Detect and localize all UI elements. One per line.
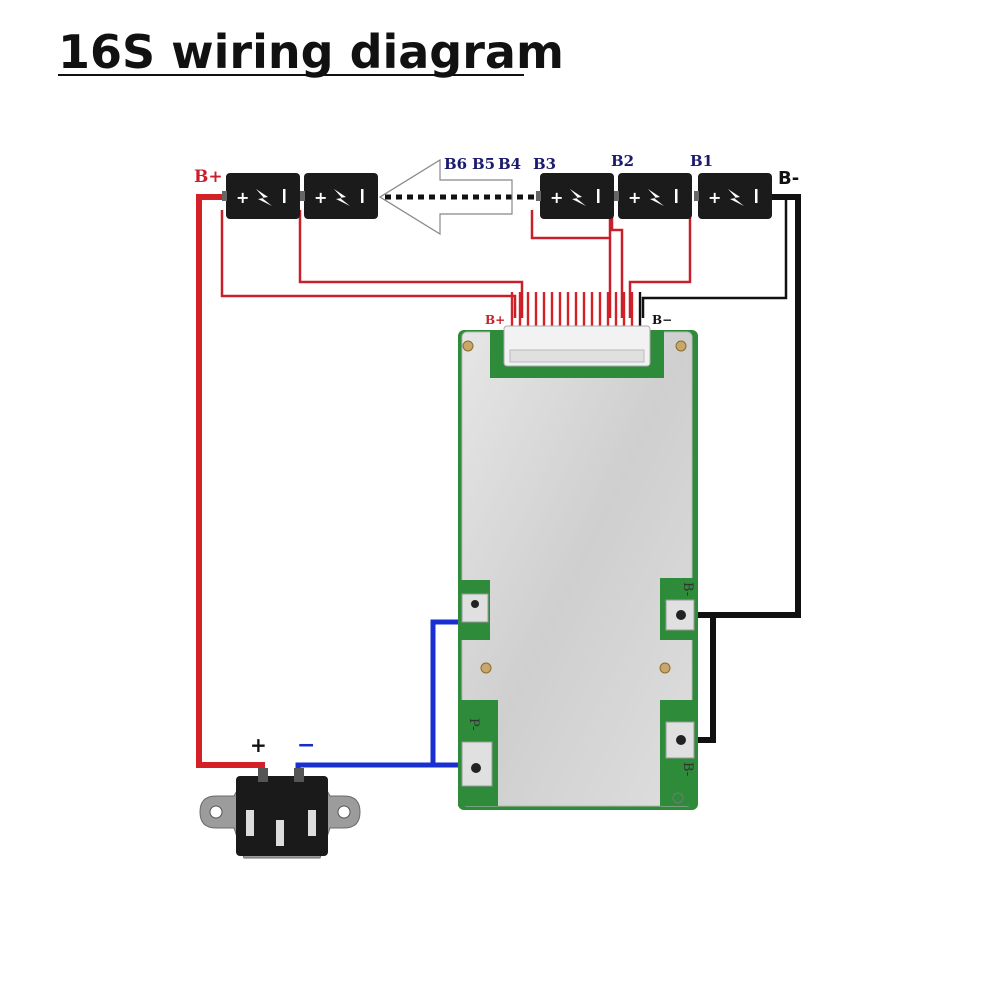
pad-label-b-minus-bottom: B- xyxy=(680,762,695,776)
battery-cell-2 xyxy=(300,173,378,219)
connector-pins xyxy=(510,292,642,328)
socket-label-minus: − xyxy=(297,733,315,758)
title-underline xyxy=(58,74,524,76)
label-b3: B3 xyxy=(533,155,556,173)
label-b6: B6 xyxy=(444,155,467,173)
bms-board xyxy=(458,325,698,810)
arrow-left-icon xyxy=(378,158,513,236)
connector-label-b-plus: B+ xyxy=(485,313,505,327)
battery-cell-b3 xyxy=(536,173,614,219)
pad-label-b-minus-top: B- xyxy=(680,582,695,596)
socket-label-plus: + xyxy=(250,733,267,757)
pad-label-p-minus: P- xyxy=(466,718,481,730)
label-b5: B5 xyxy=(472,155,495,173)
battery-cell-b-plus xyxy=(222,173,300,219)
diagram-title: 16S wiring diagram xyxy=(58,25,564,79)
balance-wires xyxy=(220,200,788,318)
connector-label-b-minus: B− xyxy=(652,313,672,327)
battery-cell-b1 xyxy=(694,173,772,219)
label-b-plus: B+ xyxy=(194,167,223,187)
label-b-minus: B- xyxy=(778,168,799,189)
power-socket-icon xyxy=(199,768,361,859)
label-b2: B2 xyxy=(611,152,634,170)
label-b4: B4 xyxy=(498,155,521,173)
battery-cell-b2 xyxy=(614,173,692,219)
label-b1: B1 xyxy=(690,152,713,170)
